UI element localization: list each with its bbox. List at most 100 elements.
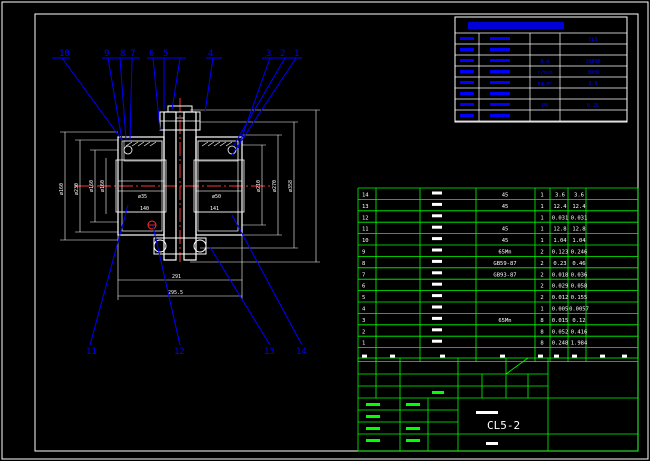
balloon-3: 3 (266, 49, 271, 59)
bom-cell: 0.23 (553, 261, 566, 267)
param-desc-mark (490, 114, 510, 117)
bom-cell: GB93-87 (493, 272, 516, 278)
title-block (357, 357, 639, 452)
bom-cell: 9 (362, 250, 365, 256)
bottom-dimension-lines (117, 211, 243, 300)
param-label-mark (460, 48, 474, 51)
bom-cell: 0.416 (571, 329, 588, 335)
bom-cell: 45 (502, 238, 509, 244)
balloon-2: 2 (280, 49, 285, 59)
coupling-drawing: ø160 ø230 ø160 ø160 ø210 ø270 ø358 ø35 ø… (52, 49, 320, 357)
bom-cell: 2 (362, 329, 365, 335)
bom-header-mark (440, 354, 445, 358)
dim-label: ø230 (74, 183, 80, 195)
left-dimension-lines (60, 131, 118, 241)
bom-name-mark (432, 259, 442, 263)
balloon-1: 1 (294, 49, 299, 59)
bom-cell: 14 (362, 193, 369, 199)
bom-cell: 45 (502, 204, 509, 210)
param-value: 0.25 (587, 103, 599, 109)
bom-cell: 0.246 (571, 250, 588, 256)
bom-cell: 65Mn (498, 250, 511, 256)
bom-header-mark (362, 354, 367, 358)
bom-cell: 12.8 (572, 227, 585, 233)
bom-header-mark (390, 354, 395, 358)
param-desc-mark (490, 59, 510, 62)
bom-cell: 12.4 (572, 204, 586, 210)
bom-cell: GB59-87 (493, 261, 516, 267)
bom-cell: 8 (540, 318, 543, 324)
balloon-11: 11 (86, 347, 97, 357)
bom-cell: 1.04 (553, 238, 567, 244)
param-desc-mark (490, 70, 510, 73)
bom-name-mark (432, 248, 442, 252)
bom-cell: 0.015 (552, 318, 569, 324)
bom-cell: 2 (540, 250, 543, 256)
plug (147, 220, 157, 230)
param-label-mark (460, 81, 474, 84)
company-mark (486, 442, 498, 445)
bom-header-mark (622, 354, 627, 358)
dim-label: 291 (172, 274, 181, 280)
left-keyway (117, 180, 165, 192)
bom-cell: 45 (502, 227, 509, 233)
bom-cell: 45 (502, 193, 509, 199)
gear-section-hatch (123, 140, 239, 162)
title-block-marks (366, 391, 444, 442)
param-unit: kg.m² (537, 81, 552, 87)
bom-cell: 1 (540, 193, 543, 199)
bom-cell: 1 (540, 204, 543, 210)
bom-cell: 8 (362, 261, 365, 267)
top-bolt (159, 105, 201, 131)
param-desc-mark (490, 37, 510, 40)
right-keyway (195, 180, 243, 192)
dim-label: ø358 (288, 180, 294, 192)
bom-name-mark (432, 237, 442, 241)
bom-cell: 0.46 (572, 261, 585, 267)
bom-header-mark (554, 354, 559, 358)
balloon-4: 4 (208, 49, 213, 59)
dim-label: ø270 (272, 180, 278, 192)
param-label-mark (460, 103, 474, 106)
bom-cell: 4 (362, 307, 366, 313)
balloon-12: 12 (174, 347, 185, 357)
bom-cell: 5 (362, 295, 365, 301)
bom-cell: 2 (540, 284, 543, 290)
bom-cell: 3.6 (555, 193, 565, 199)
bom-cell: 2 (540, 261, 543, 267)
bom-name-mark (432, 305, 442, 309)
dim-label: ø210 (256, 180, 262, 192)
bom-cell: 3.6 (574, 193, 584, 199)
bom-header-mark (500, 354, 505, 358)
dim-label: ø160 (89, 180, 95, 192)
param-value: CL5 (588, 37, 597, 43)
param-desc-mark (490, 81, 510, 84)
bom-cell: 1.984 (571, 341, 588, 347)
bom-cell: 1 (540, 238, 543, 244)
bom-header-mark (600, 354, 605, 358)
bom-cell: 8 (540, 341, 543, 347)
balloon-14: 14 (296, 347, 307, 357)
balloon-6: 6 (149, 49, 154, 59)
bom-cell: 0.018 (552, 272, 569, 278)
bom-cell: 0.0057 (569, 307, 589, 313)
param-value: 5.0 (588, 81, 597, 87)
bottom-bolt (153, 237, 207, 255)
bom-cell: 2 (540, 272, 543, 278)
dim-label: ø160 (59, 183, 65, 195)
param-desc-mark (490, 48, 510, 51)
bom-cell: 3 (362, 318, 365, 324)
bom-name-mark (432, 202, 442, 206)
bom-name-mark (432, 225, 442, 229)
bom-cell: 1 (362, 341, 365, 347)
bom-cell: 1 (540, 227, 543, 233)
bom-cell: 0.036 (571, 272, 588, 278)
bom-cell: 0.005 (552, 307, 569, 313)
dim-label: 295.5 (168, 290, 183, 296)
bom-cell: 8 (540, 329, 543, 335)
balloon-9: 9 (104, 49, 109, 59)
param-label-mark (460, 114, 474, 117)
bom-cell: 0.058 (571, 284, 588, 290)
